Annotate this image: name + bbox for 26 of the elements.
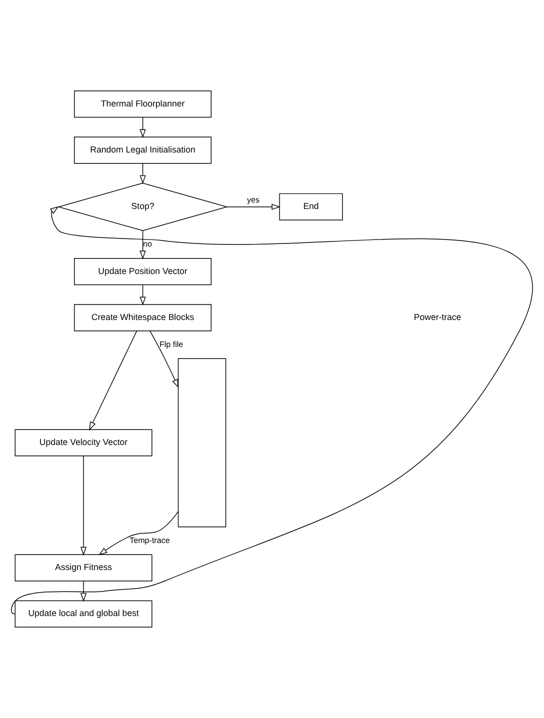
label: Power-trace — [414, 312, 462, 322]
edge-label: Temp-trace — [130, 536, 170, 545]
edge-label: Flp file — [159, 340, 184, 349]
arrow — [10, 206, 532, 614]
arrow — [80, 580, 87, 602]
node-box: Update local and global best — [14, 600, 152, 628]
node-box: Thermal Floorplanner — [74, 90, 212, 118]
node-box: Update Velocity Vector — [14, 429, 152, 456]
arrow — [140, 163, 146, 184]
node-box: Update Position Vector — [74, 258, 212, 286]
arrow — [140, 117, 146, 138]
arrow — [150, 330, 179, 388]
node-box: Create Whitespace Blocks — [74, 304, 212, 332]
node-diamond: Stop? — [57, 182, 228, 231]
node-box — [178, 358, 226, 528]
arrow — [140, 284, 146, 306]
node-box: End — [279, 193, 343, 220]
arrow — [80, 456, 87, 556]
node-box: Assign Fitness — [14, 554, 152, 582]
node-box: Random Legal Initialisation — [74, 136, 212, 164]
arrow — [140, 230, 146, 260]
edge-label: no — [143, 240, 152, 249]
arrow — [98, 511, 179, 556]
edge-label: yes — [246, 195, 260, 204]
arrow — [89, 330, 138, 430]
arrow — [226, 204, 280, 210]
